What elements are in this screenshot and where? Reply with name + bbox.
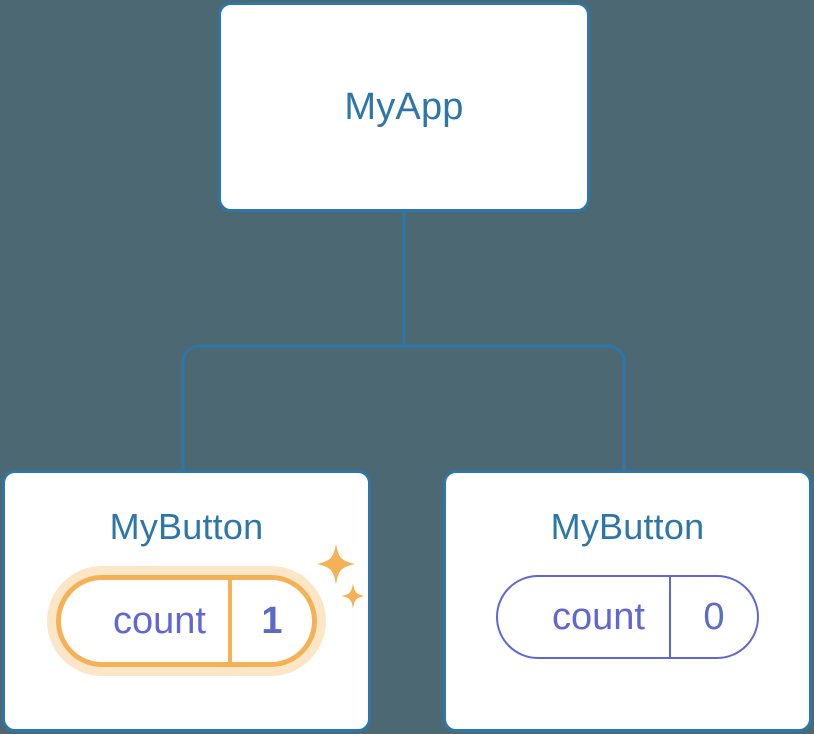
component-title-child-1: MyButton (550, 506, 705, 547)
state-value-child-0: 1 (227, 580, 312, 662)
state-value-child-1: 0 (668, 577, 757, 657)
component-card-child-1[interactable]: MyButton count 0 (443, 470, 812, 732)
sparkle-four-point-icon (316, 543, 355, 585)
sparkle-group-child-0 (316, 543, 365, 609)
state-pill-wrapper-child-0: count 1 (56, 543, 365, 667)
sparkle-four-point-small-icon (340, 583, 365, 609)
state-pill-wrapper-child-1: count 0 (496, 575, 759, 659)
state-pill-child-1[interactable]: count 0 (496, 575, 759, 659)
state-key-child-0: count (113, 600, 206, 642)
connector-branch-left (181, 344, 404, 472)
component-title-root: MyApp (344, 86, 464, 128)
component-card-root[interactable]: MyApp (218, 2, 590, 212)
state-key-child-1: count (552, 596, 645, 638)
connector-branch-right (404, 344, 626, 472)
component-card-child-0[interactable]: MyButton count 1 (2, 470, 371, 732)
state-pill-child-0[interactable]: count 1 (56, 575, 317, 667)
component-title-child-0: MyButton (109, 506, 264, 547)
